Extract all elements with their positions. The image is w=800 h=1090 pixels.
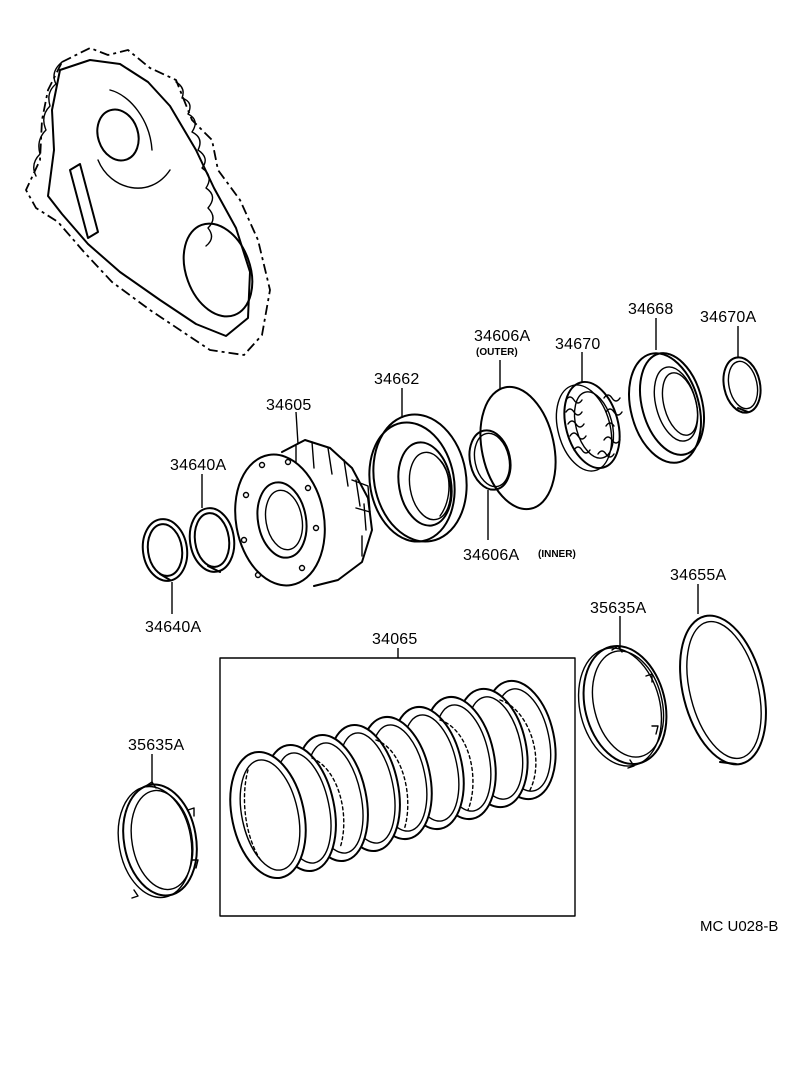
diagram-reference-code: MC U028-B — [700, 918, 778, 935]
flange-35635a-right — [577, 644, 668, 769]
clutch-pack-34065 — [219, 657, 576, 917]
transmission-case-drawing — [25, 47, 271, 356]
spring-seat-34668 — [628, 352, 705, 464]
label-34606a-inner: 34606A — [463, 547, 519, 564]
o-ring-34606a-outer — [479, 385, 557, 511]
clutch-piston-34662 — [368, 413, 468, 543]
label-34065: 34065 — [372, 631, 418, 648]
return-spring-34670 — [555, 380, 623, 472]
label-34670a: 34670A — [700, 309, 756, 326]
label-34655a: 34655A — [670, 567, 726, 584]
note-inner: (INNER) — [538, 549, 576, 560]
flange-35635a-left — [117, 781, 199, 899]
label-34670: 34670 — [555, 336, 601, 353]
label-35635a-right: 35635A — [590, 600, 646, 617]
label-34662: 34662 — [374, 371, 420, 388]
clutch-disc-stack — [229, 679, 557, 880]
snap-ring-34640a-front — [141, 518, 189, 582]
label-34605: 34605 — [266, 397, 312, 414]
label-34640a-bottom: 34640A — [145, 619, 201, 636]
snap-ring-34640a-rear — [188, 507, 236, 573]
o-ring-34606a-inner — [468, 429, 512, 491]
part-labels: 34605 34662 34606A (OUTER) 34670 34668 3… — [128, 301, 778, 935]
note-outer: (OUTER) — [476, 347, 518, 358]
snap-ring-34670a — [722, 356, 762, 414]
label-35635a-left: 35635A — [128, 737, 184, 754]
label-34668: 34668 — [628, 301, 674, 318]
label-34640a-top: 34640A — [170, 457, 226, 474]
label-34606a-outer: 34606A — [474, 328, 530, 345]
snap-ring-34655a — [679, 614, 767, 766]
leader-lines — [151, 318, 739, 784]
clutch-hub-34605 — [234, 439, 373, 587]
